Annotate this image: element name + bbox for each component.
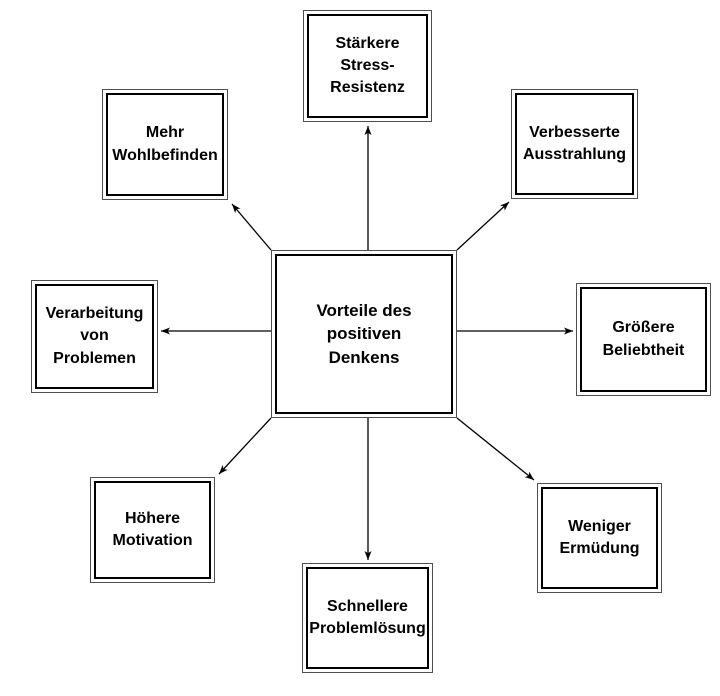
node-groessere-beliebtheit: Größere Beliebtheit bbox=[576, 283, 711, 396]
node-hoehere-motivation: Höhere Motivation bbox=[90, 477, 215, 583]
arrow-top-right bbox=[456, 201, 510, 251]
node-box: Mehr Wohlbefinden bbox=[106, 93, 224, 196]
node-label: Weniger Ermüdung bbox=[559, 517, 640, 557]
node-box: Weniger Ermüdung bbox=[541, 487, 658, 589]
node-label: Stärkere Stress- Resistenz bbox=[330, 34, 405, 97]
node-box: Höhere Motivation bbox=[94, 481, 211, 579]
node-mehr-wohlbefinden: Mehr Wohlbefinden bbox=[102, 89, 228, 200]
node-staerkere-stress-resistenz: Stärkere Stress- Resistenz bbox=[303, 10, 432, 122]
node-box: Verbesserte Ausstrahlung bbox=[515, 93, 634, 195]
node-box: Schnellere Problemlösung bbox=[306, 567, 429, 669]
node-box: Vorteile des positiven Denkens bbox=[275, 254, 453, 414]
node-label: Verarbeitung von Problemen bbox=[45, 305, 144, 367]
node-box: Stärkere Stress- Resistenz bbox=[307, 14, 428, 118]
node-verarbeitung-von-problemen: Verarbeitung von Problemen bbox=[31, 280, 158, 393]
node-center-vorteile-des-positiven-denkens: Vorteile des positiven Denkens bbox=[271, 250, 457, 418]
node-label: Vorteile des positiven Denkens bbox=[316, 300, 412, 367]
arrow-bottom-right bbox=[456, 417, 535, 481]
node-box: Verarbeitung von Problemen bbox=[35, 284, 154, 389]
node-label: Größere Beliebtheit bbox=[602, 319, 685, 359]
node-label: Mehr Wohlbefinden bbox=[112, 124, 218, 164]
node-label: Schnellere Problemlösung bbox=[309, 597, 426, 637]
node-weniger-ermuedung: Weniger Ermüdung bbox=[537, 483, 662, 593]
node-label: Höhere Motivation bbox=[112, 509, 193, 549]
arrow-top-left bbox=[231, 203, 272, 251]
node-verbesserte-ausstrahlung: Verbesserte Ausstrahlung bbox=[511, 89, 638, 199]
arrow-bottom-left bbox=[218, 417, 272, 475]
node-box: Größere Beliebtheit bbox=[580, 287, 707, 392]
node-label: Verbesserte Ausstrahlung bbox=[522, 123, 627, 163]
node-schnellere-problemloesung: Schnellere Problemlösung bbox=[302, 563, 433, 673]
